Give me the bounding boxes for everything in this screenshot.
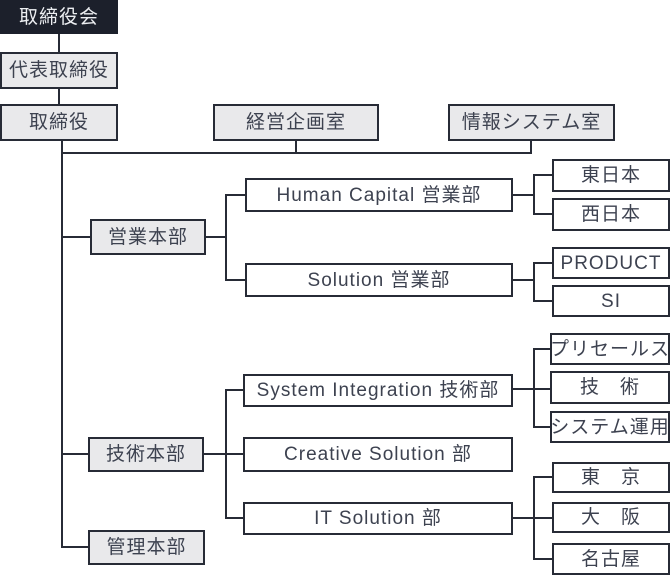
node-system-integration-dept: System Integration 技術部 <box>243 374 513 407</box>
connector-line <box>225 453 243 455</box>
node-osaka: 大 阪 <box>552 502 670 533</box>
connector-line <box>513 517 552 519</box>
connector-line <box>533 300 552 302</box>
connector-line <box>533 262 535 302</box>
connector-line <box>204 453 226 455</box>
node-solution-sales-dept: Solution 営業部 <box>245 263 513 297</box>
connector-line <box>533 476 535 560</box>
node-engineering: 技 術 <box>550 371 670 404</box>
connector-line <box>533 213 552 215</box>
connector-line <box>513 388 551 390</box>
connector-line <box>513 279 534 281</box>
node-technology-division: 技術本部 <box>88 437 204 472</box>
node-nagoya: 名古屋 <box>552 543 670 575</box>
connector-line <box>58 89 60 104</box>
connector-line <box>533 426 550 428</box>
connector-line <box>533 348 535 428</box>
connector-line <box>533 558 552 560</box>
connector-line <box>295 141 297 154</box>
node-administration-division: 管理本部 <box>88 530 205 565</box>
node-tokyo: 東 京 <box>552 462 670 493</box>
connector-line <box>58 34 60 52</box>
node-west-japan: 西日本 <box>552 198 670 231</box>
connector-line <box>513 194 534 196</box>
node-presales: プリセールス <box>550 333 670 365</box>
node-creative-solution-dept: Creative Solution 部 <box>243 437 513 472</box>
connector-line <box>61 546 88 548</box>
node-information-systems-office: 情報システム室 <box>448 104 615 141</box>
node-representative-director: 代表取締役 <box>0 52 118 89</box>
connector-line <box>61 141 63 548</box>
connector-line <box>61 453 88 455</box>
node-corporate-planning-office: 経営企画室 <box>213 104 379 141</box>
connector-line <box>533 348 550 350</box>
connector-line <box>225 194 227 281</box>
node-director: 取締役 <box>0 104 118 141</box>
node-product: PRODUCT <box>552 247 670 279</box>
connector-line <box>533 174 552 176</box>
node-human-capital-sales-dept: Human Capital 営業部 <box>245 178 513 212</box>
node-si: SI <box>552 285 670 317</box>
node-east-japan: 東日本 <box>552 159 670 192</box>
connector-line <box>225 279 245 281</box>
connector-line <box>206 236 226 238</box>
connector-line <box>533 476 552 478</box>
connector-line <box>61 236 90 238</box>
connector-line <box>225 194 245 196</box>
node-system-operation: システム運用 <box>550 411 670 443</box>
connector-line <box>530 141 532 154</box>
connector-line <box>533 174 535 215</box>
connector-line <box>533 262 552 264</box>
node-board-of-directors: 取締役会 <box>0 0 118 34</box>
connector-line <box>225 517 243 519</box>
connector-line <box>225 389 243 391</box>
node-sales-division: 営業本部 <box>90 219 206 255</box>
node-it-solution-dept: IT Solution 部 <box>243 502 513 535</box>
